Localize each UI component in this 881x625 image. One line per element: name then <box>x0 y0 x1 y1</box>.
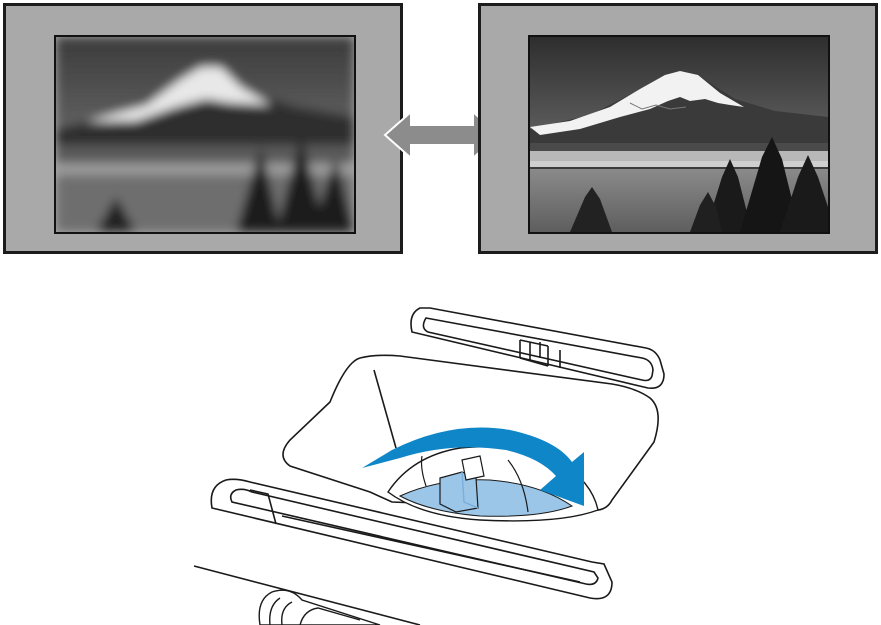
focus-ring-icon <box>387 445 599 522</box>
blurred-screen-panel <box>3 3 403 254</box>
body-edge <box>193 565 421 625</box>
blurred-photo <box>54 35 356 234</box>
focused-photo <box>528 35 830 234</box>
rotate-arrow-icon <box>362 427 584 506</box>
rear-slot <box>410 307 665 390</box>
focused-screen-panel <box>478 3 878 254</box>
mountain-scene-focused <box>530 37 828 232</box>
mountain-scene-blurred <box>56 37 354 232</box>
lens-barrel <box>258 589 381 625</box>
focus-ring-diagram <box>193 307 665 625</box>
front-frame <box>210 478 613 600</box>
